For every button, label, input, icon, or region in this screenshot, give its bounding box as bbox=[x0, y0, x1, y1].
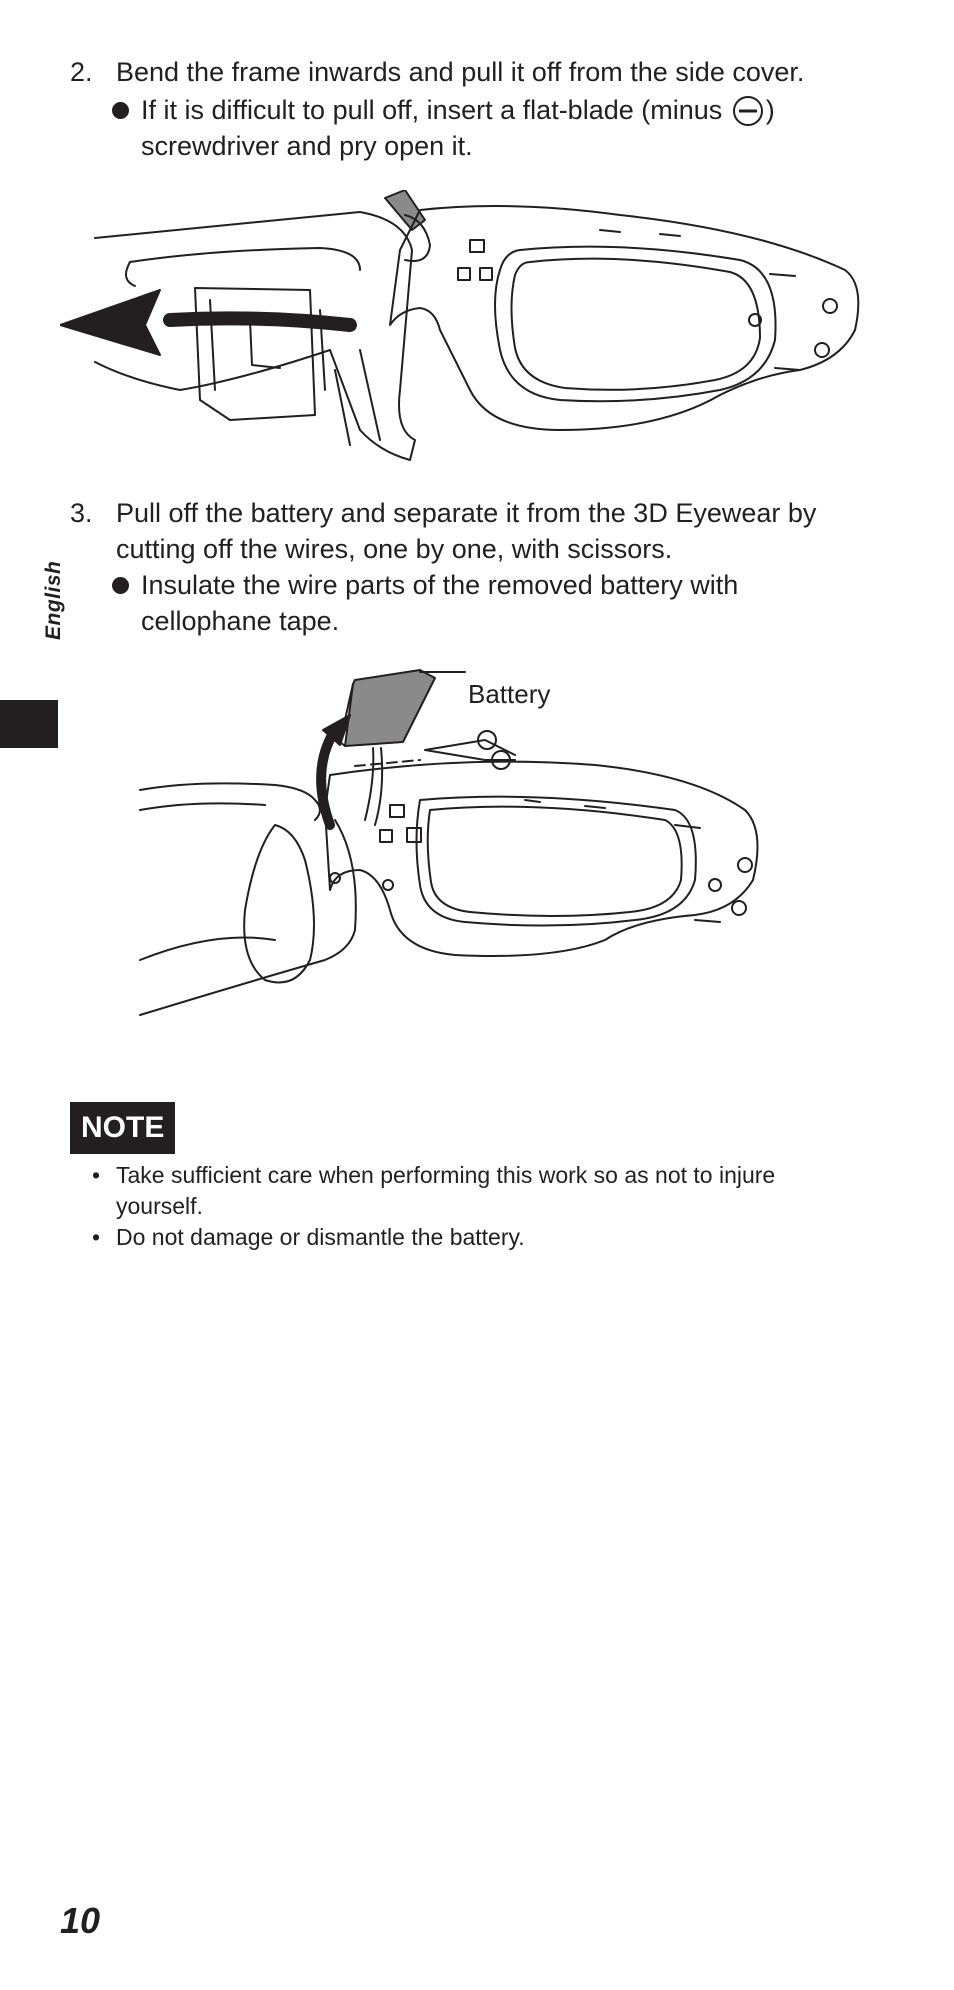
eyewear-battery-removal-icon bbox=[139, 669, 759, 1016]
bullet-text-before: If it is difficult to pull off, insert a… bbox=[141, 95, 723, 125]
step-3-bullet: Insulate the wire parts of the removed b… bbox=[112, 567, 812, 639]
note-list: Take sufficient care when performing thi… bbox=[90, 1160, 850, 1253]
bullet-dot bbox=[112, 577, 129, 594]
step-text: Pull off the battery and separate it fro… bbox=[116, 498, 817, 564]
bullet-text-line2: screwdriver and pry open it. bbox=[141, 131, 473, 161]
bullet-text: Insulate the wire parts of the removed b… bbox=[141, 570, 739, 636]
note-item: Take sufficient care when performing thi… bbox=[90, 1160, 850, 1222]
bullet-text-after: ) bbox=[765, 95, 775, 125]
step-text: Bend the frame inwards and pull it off f… bbox=[116, 57, 805, 87]
language-side-label: English bbox=[42, 560, 65, 640]
step-number: 3. bbox=[70, 498, 93, 528]
note-badge: NOTE bbox=[70, 1102, 176, 1154]
eyewear-frame-removal-icon bbox=[60, 190, 860, 461]
step-2: 2. Bend the frame inwards and pull it of… bbox=[70, 54, 890, 90]
battery-label: Battery bbox=[468, 679, 551, 709]
page-number: 10 bbox=[60, 1900, 101, 1941]
note-item: Do not damage or dismantle the battery. bbox=[90, 1222, 850, 1253]
language-tab-marker bbox=[0, 700, 58, 748]
minus-screwdriver-icon bbox=[732, 96, 763, 126]
step-number: 2. bbox=[70, 57, 93, 87]
bullet-dot bbox=[112, 102, 129, 119]
step-2-bullet: If it is difficult to pull off, insert a… bbox=[112, 92, 872, 164]
step-3: 3. Pull off the battery and separate it … bbox=[70, 495, 890, 567]
